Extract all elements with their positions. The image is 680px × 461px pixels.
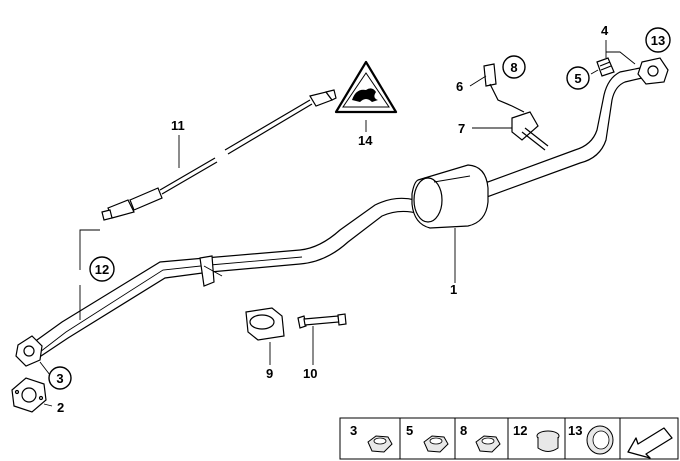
rear-flange [637,57,669,85]
direction-arrow-icon [627,427,673,459]
callout-12-label: 12 [95,262,109,277]
callout-14-label: 14 [358,133,373,148]
nut-icon [367,435,393,453]
callout-2-label: 2 [57,400,64,415]
callout-6-label: 6 [456,79,463,94]
callout-4: 4 [601,23,609,38]
callout-4-label: 4 [601,23,609,38]
legend-label-5: 5 [406,423,413,438]
callout-1: 1 [450,282,457,297]
oxygen-sensor [101,89,337,221]
callout-14: 14 [358,133,373,148]
callout-2: 2 [57,400,64,415]
bolt [297,313,347,329]
callout-8-label: 8 [510,60,517,75]
front-flange [15,335,43,367]
callout-13: 13 [645,27,671,53]
callout-13-label: 13 [651,33,665,48]
nut-icon [475,435,501,453]
warning-triangle-icon [334,60,398,114]
gasket [11,377,47,413]
legend-label-12: 12 [513,423,527,438]
callout-6: 6 [456,79,463,94]
ring-icon [586,425,614,455]
callout-12: 12 [89,256,115,282]
legend-label-13: 13 [568,423,582,438]
callouts: 1 2 3 4 5 6 7 8 9 10 [48,23,671,415]
sensor-bracket [483,63,549,151]
callout-11: 11 [171,118,185,133]
callout-9: 9 [266,366,273,381]
callout-3-label: 3 [56,371,63,386]
callout-11-label: 11 [171,118,185,133]
leader-lines [39,40,636,407]
callout-5-label: 5 [574,71,581,86]
rubber-mount [245,307,285,341]
parts-legend: 3 5 8 12 13 [339,417,679,460]
callout-9-label: 9 [266,366,273,381]
legend-label-8: 8 [460,423,467,438]
nut-icon [423,435,449,453]
pipe-bracket [199,255,223,287]
callout-10-label: 10 [303,366,317,381]
legend-label-3: 3 [350,423,357,438]
callout-8: 8 [502,55,526,79]
callout-3: 3 [48,366,72,390]
callout-5: 5 [566,66,590,90]
callout-10: 10 [303,366,317,381]
callout-1-label: 1 [450,282,457,297]
callout-7-label: 7 [458,121,465,136]
catalytic-converter [411,164,489,229]
spring-nut [596,57,615,77]
callout-7: 7 [458,121,465,136]
plug-icon [536,430,560,452]
